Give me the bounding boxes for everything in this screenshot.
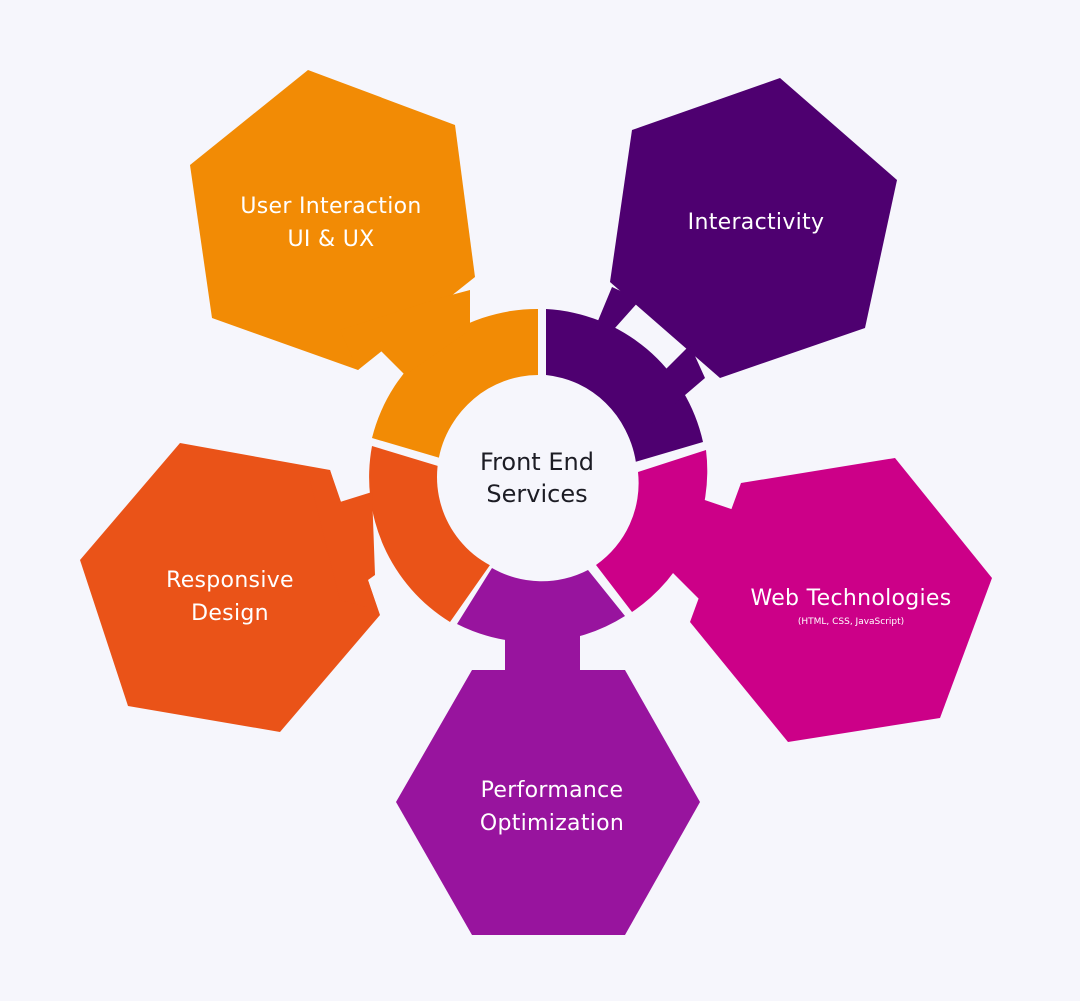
label-user-interaction-line2: UI & UX	[287, 227, 374, 252]
svg-text:Design: Design	[191, 601, 269, 626]
svg-text:Responsive: Responsive	[166, 568, 294, 593]
hexagon-web-technologies	[690, 458, 992, 742]
segment-performance-optimization: Performance Optimization	[396, 568, 700, 935]
label-user-interaction-line1: User Interaction	[240, 194, 421, 219]
hexagon-responsive-design	[80, 443, 380, 732]
svg-text:Optimization: Optimization	[480, 811, 624, 836]
svg-text:(HTML, CSS, JavaScript): (HTML, CSS, JavaScript)	[798, 617, 904, 627]
svg-text:User Interaction: User Interaction	[240, 194, 421, 219]
label-interactivity: Interactivity	[688, 210, 825, 235]
label-responsive-design-line2: Design	[191, 601, 269, 626]
label-responsive-design-line1: Responsive	[166, 568, 294, 593]
center-title-line1: Front End	[480, 448, 594, 476]
label-performance-optimization-line2: Optimization	[480, 811, 624, 836]
svg-text:Performance: Performance	[481, 778, 624, 803]
neck-user-interaction	[340, 290, 470, 375]
label-performance-optimization-line1: Performance	[481, 778, 624, 803]
ring-segment-user-interaction	[372, 308, 538, 458]
center-circle	[437, 377, 637, 577]
ring-segment-responsive-design	[369, 446, 490, 622]
hexagon-user-interaction	[190, 70, 475, 370]
label-web-technologies: Web Technologies	[750, 586, 951, 611]
center-title-line2: Services	[486, 480, 587, 508]
segment-interactivity: Interactivity	[546, 78, 897, 462]
neck-responsive-design	[310, 470, 378, 610]
hexagon-interactivity	[610, 78, 897, 378]
segment-user-interaction: User Interaction UI & UX	[190, 70, 538, 458]
center-hub: Front End Services	[437, 377, 637, 577]
svg-text:Web Technologies: Web Technologies	[750, 586, 951, 611]
svg-text:UI & UX: UI & UX	[287, 227, 374, 252]
neck-performance-optimization	[505, 620, 580, 672]
segment-responsive-design: Responsive Design	[80, 443, 490, 732]
ring-segment-web-technologies	[596, 450, 708, 612]
segment-web-technologies: Web Technologies (HTML, CSS, JavaScript)	[596, 450, 992, 742]
hexagon-performance-optimization	[396, 670, 700, 935]
ring-segment-performance-optimization	[457, 568, 625, 643]
svg-text:Services: Services	[486, 480, 587, 508]
sublabel-web-technologies: (HTML, CSS, JavaScript)	[798, 617, 904, 627]
neck-interactivity	[590, 287, 705, 425]
svg-text:Front End: Front End	[480, 448, 594, 476]
neck-web-technologies	[660, 482, 758, 610]
svg-text:Interactivity: Interactivity	[688, 210, 825, 235]
